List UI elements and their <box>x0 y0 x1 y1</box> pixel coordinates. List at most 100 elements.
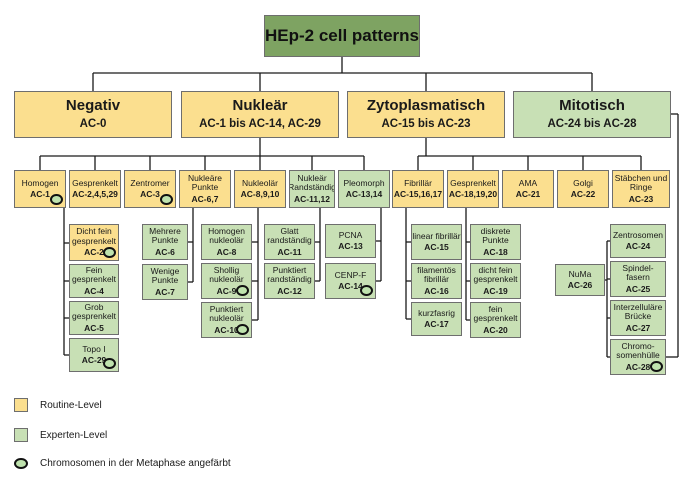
leaf-ac-29: Topo I AC-29 <box>69 338 119 372</box>
metaphase-ring-icon <box>650 361 663 372</box>
node-name: Homogen nukleolär <box>208 225 245 246</box>
top-node-zytoplasmatisch: Zytoplasmatisch AC-15 bis AC-23 <box>347 91 505 138</box>
node-name: AMA <box>518 177 538 188</box>
metaphase-ring-icon <box>160 194 173 205</box>
node-code: AC-11 <box>277 246 302 257</box>
node-name: Chromo-somenhülle <box>616 340 660 361</box>
node-code: AC-18 <box>483 246 508 257</box>
leaf-ac-17: kurzfasrig AC-17 <box>411 302 462 336</box>
node-name: Zentrosomen <box>612 229 664 240</box>
node-code: AC-13 <box>338 241 363 251</box>
mid-node-nukleolar: Nukleolär AC-8,9,10 <box>234 170 286 208</box>
metaphase-ring-icon <box>103 358 116 369</box>
node-name: Fein gesprenkelt <box>72 264 116 285</box>
node-name: Zentromer <box>130 177 170 188</box>
metaphase-ring-icon <box>103 247 116 258</box>
legend-label: Chromosomen in der Metaphase angefärbt <box>40 458 231 469</box>
node-code: AC-4 <box>84 285 104 296</box>
node-code: AC-11,12 <box>294 193 330 204</box>
node-code: AC-21 <box>515 189 541 199</box>
node-name: Gesprenkelt <box>450 177 496 188</box>
node-name: Glatt randständig <box>267 225 312 246</box>
root-label: HEp-2 cell patterns <box>265 25 419 45</box>
node-name: Grob gesprenkelt <box>72 301 116 322</box>
node-name: Dicht fein gesprenkelt <box>72 226 116 246</box>
node-code: AC-10 <box>214 324 239 335</box>
leaf-ac-2: Dicht fein gesprenkelt AC-2 <box>69 224 119 261</box>
leaf-ac-10: Punktiert nukleolär AC-10 <box>201 302 252 338</box>
leaf-ac-28: Chromo-somenhülle AC-28 <box>610 339 666 375</box>
mid-node-homogen: Homogen AC-1 <box>14 170 66 208</box>
node-name: Homogen <box>21 177 59 188</box>
node-code: AC-26 <box>567 280 593 290</box>
node-code: AC-16 <box>424 285 449 296</box>
metaphase-ring-icon <box>360 285 373 296</box>
node-name: Shollig nukleolär <box>209 264 244 285</box>
node-name: Spindel-fasern <box>622 262 654 283</box>
node-code: AC-24 bis AC-28 <box>547 117 637 130</box>
node-code: AC-2,4,5,29 <box>72 189 118 199</box>
node-code: AC-1 bis AC-14, AC-29 <box>199 117 321 130</box>
node-name: linear fibrillär <box>412 230 461 241</box>
node-name: Punktiert nukleolär <box>209 303 244 324</box>
node-name: kurzfasrig <box>418 307 455 318</box>
node-code: AC-13,14 <box>345 189 383 199</box>
legend-label: Experten-Level <box>40 429 108 441</box>
node-code: AC-18,19,20 <box>448 189 498 199</box>
node-code: AC-6,7 <box>191 193 219 204</box>
node-name: fein gesprenkelt <box>473 303 518 324</box>
node-code: AC-0 <box>79 117 107 130</box>
node-code: AC-19 <box>483 285 508 296</box>
leaf-ac-9: Shollig nukleolär AC-9 <box>201 263 252 299</box>
node-name: Mehrere Punkte <box>149 225 181 246</box>
mid-node-gesprenkelt-nuklear: Gesprenkelt AC-2,4,5,29 <box>69 170 121 208</box>
node-name: Interzelluläre Brücke <box>613 301 663 322</box>
node-name: Stäbchen und Ringe <box>614 172 668 193</box>
mid-node-ama: AMA AC-21 <box>502 170 554 208</box>
legend-swatch-expert <box>14 428 28 442</box>
leaf-ac-12: Punktiert randständig AC-12 <box>264 263 315 299</box>
mid-node-zentromer: Zentromer AC-3 <box>124 170 176 208</box>
node-name: Fibrillär <box>404 177 432 188</box>
node-name: Punktiert randständig <box>267 264 312 285</box>
node-name: dicht fein gesprenkelt <box>473 264 518 285</box>
top-node-nuklear: Nukleär AC-1 bis AC-14, AC-29 <box>181 91 339 138</box>
node-name: CENP-F <box>334 269 367 280</box>
node-code: AC-12 <box>277 285 302 296</box>
leaf-ac-11: Glatt randständig AC-11 <box>264 224 315 260</box>
node-code: AC-3 <box>140 189 160 199</box>
legend-swatch-routine <box>14 398 28 412</box>
leaf-ac-5: Grob gesprenkelt AC-5 <box>69 301 119 335</box>
node-name: Nukleäre Punkte <box>187 172 223 193</box>
leaf-ac-8: Homogen nukleolär AC-8 <box>201 224 252 260</box>
mid-node-pleomorph: Pleomorph AC-13,14 <box>338 170 390 208</box>
node-name: Topo I <box>82 343 106 354</box>
legend-metaphase: Chromosomen in der Metaphase angefärbt <box>14 458 231 469</box>
node-code: AC-14 <box>338 281 363 291</box>
legend-label: Routine-Level <box>40 399 102 411</box>
node-name: Gesprenkelt <box>72 177 118 188</box>
node-name: Zytoplasmatisch <box>366 97 486 115</box>
node-code: AC-2 <box>84 247 104 258</box>
node-code: AC-25 <box>625 283 651 294</box>
mid-node-nukleare-punkte: Nukleäre Punkte AC-6,7 <box>179 170 231 208</box>
node-code: AC-1 <box>30 189 50 199</box>
node-code: AC-8 <box>216 246 237 257</box>
node-code: AC-5 <box>84 322 104 333</box>
node-code: AC-22 <box>570 189 596 199</box>
metaphase-ring-icon <box>50 194 63 205</box>
leaf-ac-20: fein gesprenkelt AC-20 <box>470 302 521 338</box>
node-code: AC-29 <box>81 355 107 365</box>
node-code: AC-15 bis AC-23 <box>381 117 471 130</box>
metaphase-ring-icon <box>14 458 28 469</box>
node-code: AC-8,9,10 <box>240 189 280 199</box>
node-code: AC-27 <box>625 322 651 333</box>
metaphase-ring-icon <box>236 324 249 335</box>
leaf-ac-13: PCNA AC-13 <box>325 224 376 258</box>
leaf-ac-18: diskrete Punkte AC-18 <box>470 224 521 260</box>
node-code: AC-17 <box>424 319 449 329</box>
node-name: Negativ <box>65 97 121 115</box>
leaf-ac-25: Spindel-fasern AC-25 <box>610 261 666 297</box>
legend-routine: Routine-Level <box>14 398 102 412</box>
